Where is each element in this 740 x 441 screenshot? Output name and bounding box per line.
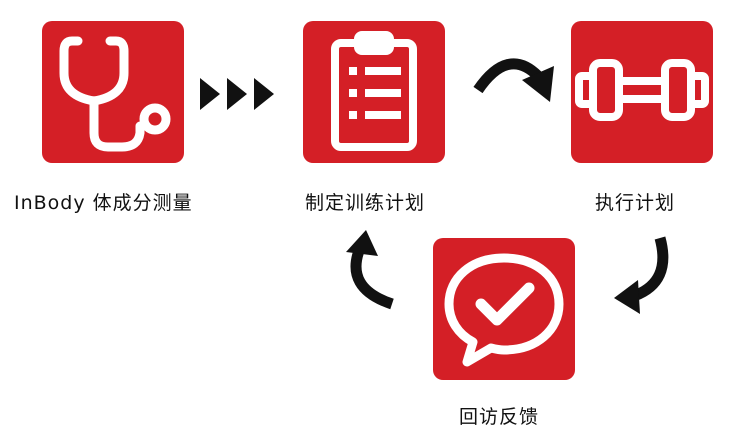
- curved-arrow-icon: [473, 58, 554, 102]
- step-label-inbody: InBody 体成分测量: [14, 192, 193, 214]
- step-label-feedback: 回访反馈: [459, 406, 540, 428]
- feedback-tile: [433, 238, 575, 380]
- stethoscope-icon: [59, 36, 171, 152]
- step-label-execute: 执行计划: [595, 192, 676, 214]
- curved-arrow-icon: [346, 230, 394, 310]
- step-label-plan: 制定训练计划: [305, 192, 426, 214]
- dumbbell-icon: [575, 59, 709, 121]
- dumbbell-tile: [571, 21, 713, 163]
- curved-arrow-icon: [614, 236, 669, 314]
- speech-bubble-check-icon: [444, 253, 564, 367]
- stethoscope-tile: [42, 21, 184, 163]
- clipboard-icon: [331, 31, 417, 151]
- clipboard-tile: [303, 21, 445, 163]
- chevron-arrows-icon: [200, 78, 274, 110]
